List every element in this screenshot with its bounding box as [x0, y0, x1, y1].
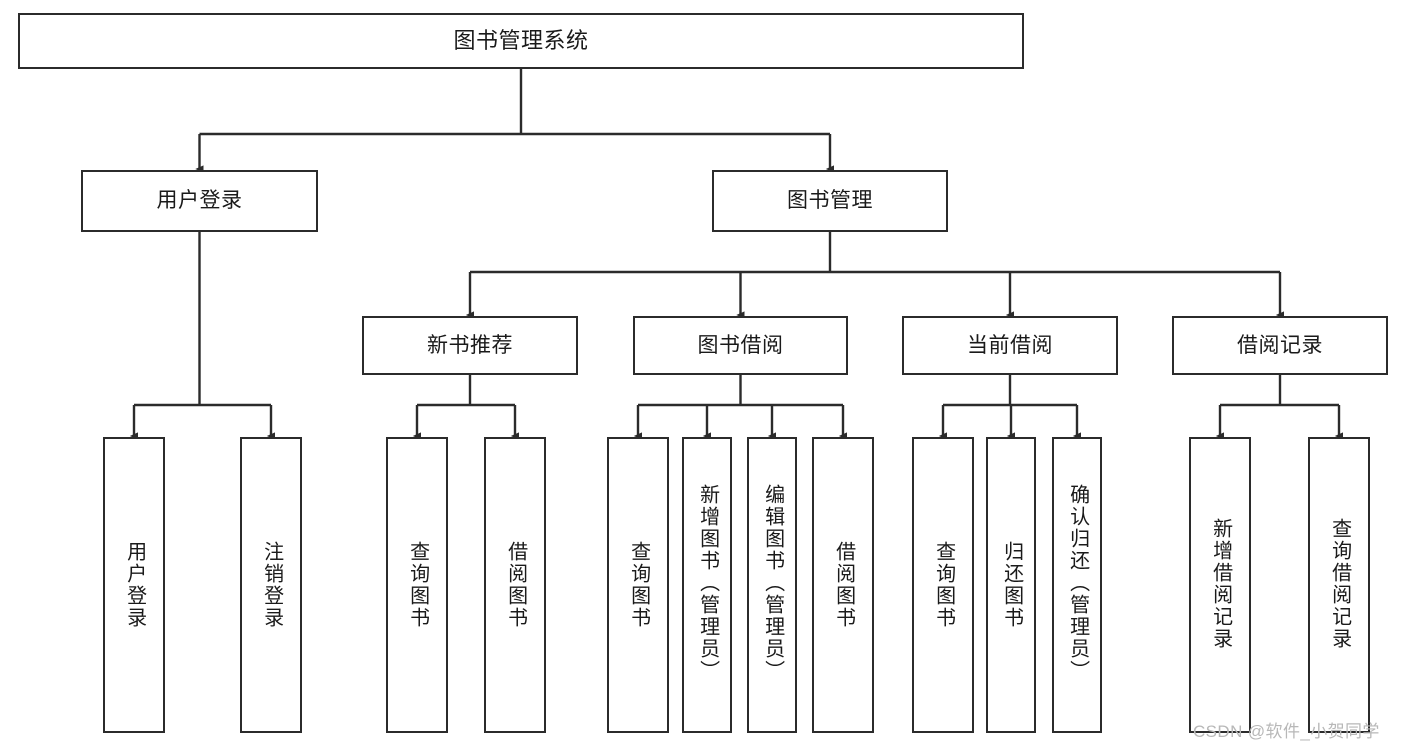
node-login[interactable]: 用户登录	[81, 170, 318, 232]
connector-group	[129, 69, 1343, 440]
node-c-query[interactable]: 查询图书	[912, 437, 974, 733]
node-label-records: 借阅记录	[1237, 333, 1323, 357]
node-label-l-logout: 注销登录	[260, 541, 283, 629]
node-bookmgmt[interactable]: 图书管理	[712, 170, 948, 232]
node-label-b-add: 新增图书（管理员）	[696, 483, 719, 682]
node-label-l-login: 用户登录	[123, 541, 146, 629]
node-b-edit[interactable]: 编辑图书（管理员）	[747, 437, 797, 733]
node-label-r-add: 新增借阅记录	[1209, 518, 1232, 650]
node-c-return[interactable]: 归还图书	[986, 437, 1036, 733]
node-label-b-query: 查询图书	[627, 541, 650, 629]
node-l-login[interactable]: 用户登录	[103, 437, 165, 733]
node-n-query[interactable]: 查询图书	[386, 437, 448, 733]
node-label-login: 用户登录	[156, 189, 243, 213]
node-root[interactable]: 图书管理系统	[18, 13, 1024, 69]
node-label-b-edit: 编辑图书（管理员）	[761, 483, 784, 682]
node-label-borrow: 图书借阅	[697, 333, 784, 357]
node-r-add[interactable]: 新增借阅记录	[1189, 437, 1251, 733]
node-label-root: 图书管理系统	[453, 27, 589, 53]
node-label-b-lend: 借阅图书	[832, 541, 855, 629]
node-label-bookmgmt: 图书管理	[787, 189, 873, 213]
node-label-r-query: 查询借阅记录	[1328, 518, 1351, 650]
node-c-confirm[interactable]: 确认归还（管理员）	[1052, 437, 1102, 733]
node-label-current: 当前借阅	[967, 333, 1053, 357]
node-r-query[interactable]: 查询借阅记录	[1308, 437, 1370, 733]
node-label-c-confirm: 确认归还（管理员）	[1066, 483, 1089, 682]
node-l-logout[interactable]: 注销登录	[240, 437, 302, 733]
node-n-borrow[interactable]: 借阅图书	[484, 437, 546, 733]
node-b-add[interactable]: 新增图书（管理员）	[682, 437, 732, 733]
node-newbook[interactable]: 新书推荐	[362, 316, 578, 375]
node-label-c-return: 归还图书	[1000, 541, 1023, 629]
node-records[interactable]: 借阅记录	[1172, 316, 1388, 375]
node-label-n-query: 查询图书	[406, 541, 429, 629]
node-b-query[interactable]: 查询图书	[607, 437, 669, 733]
node-label-c-query: 查询图书	[932, 541, 955, 629]
node-label-n-borrow: 借阅图书	[504, 541, 527, 629]
node-borrow[interactable]: 图书借阅	[633, 316, 848, 375]
node-label-newbook: 新书推荐	[427, 333, 513, 357]
node-current[interactable]: 当前借阅	[902, 316, 1118, 375]
node-b-lend[interactable]: 借阅图书	[812, 437, 874, 733]
